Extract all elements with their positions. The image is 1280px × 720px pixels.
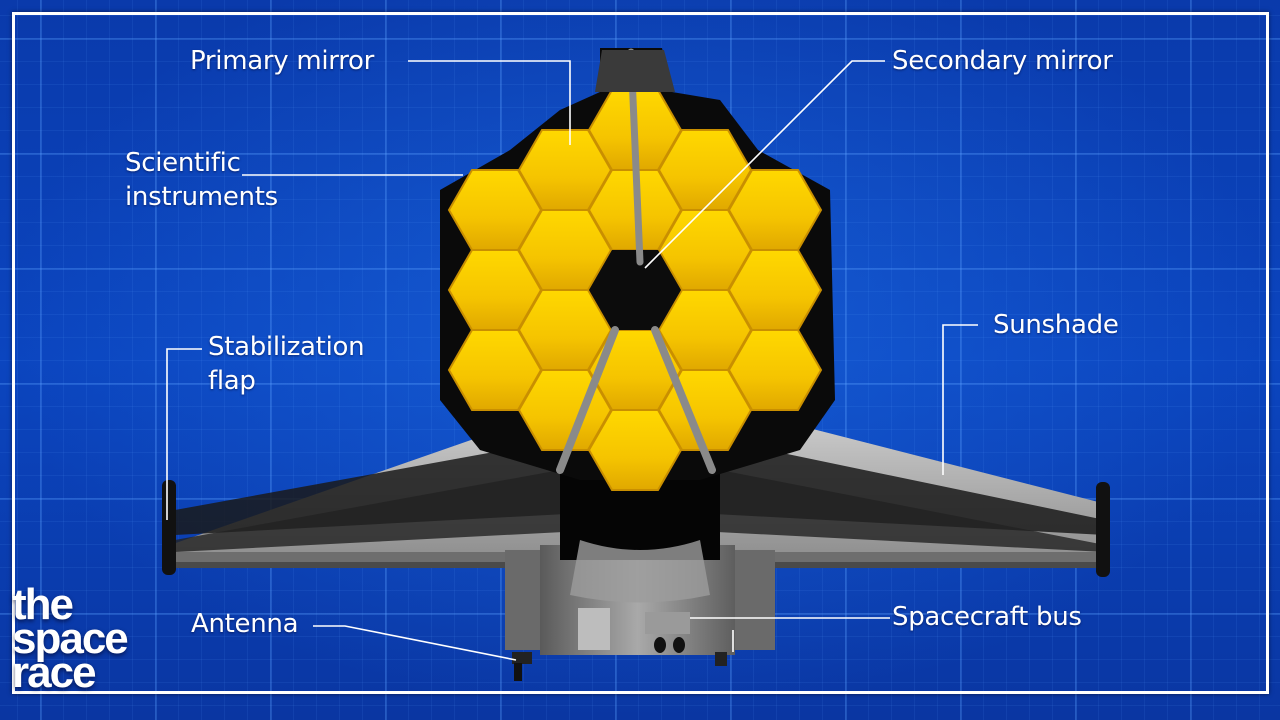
secondary-mirror [595,50,675,92]
logo-line-space: space [12,614,129,663]
label-line: instruments [125,182,278,212]
white-frame [12,12,1269,694]
logo-line-race: race [12,648,97,697]
leader-antenna [313,625,517,661]
antenna-mast [514,663,522,681]
label-stabilization-flap: Stabilization flap [208,330,365,398]
label-spacecraft-bus: Spacecraft bus [892,602,1082,632]
label-line: Stabilization [208,332,365,362]
leader-primary-mirror [408,60,571,145]
label-scientific-instruments: Scientific instruments [125,146,278,214]
aft-optics-hole [589,250,681,330]
label-line: flap [208,366,256,396]
the-space-race-logo: the space race [12,580,129,697]
label-line: Scientific [125,148,241,178]
logo-line-the: the [12,580,74,629]
leader-stabilization-flap [166,348,202,520]
label-primary-mirror: Primary mirror [190,46,375,76]
stabilization-flap-left [162,480,176,575]
leader-sunshade [942,324,978,475]
label-secondary-mirror: Secondary mirror [892,46,1113,76]
stabilization-flap-right [1096,482,1110,577]
leader-secondary-mirror [644,60,885,269]
label-sunshade: Sunshade [993,310,1119,340]
leader-lines [166,60,978,661]
label-antenna: Antenna [191,609,299,639]
